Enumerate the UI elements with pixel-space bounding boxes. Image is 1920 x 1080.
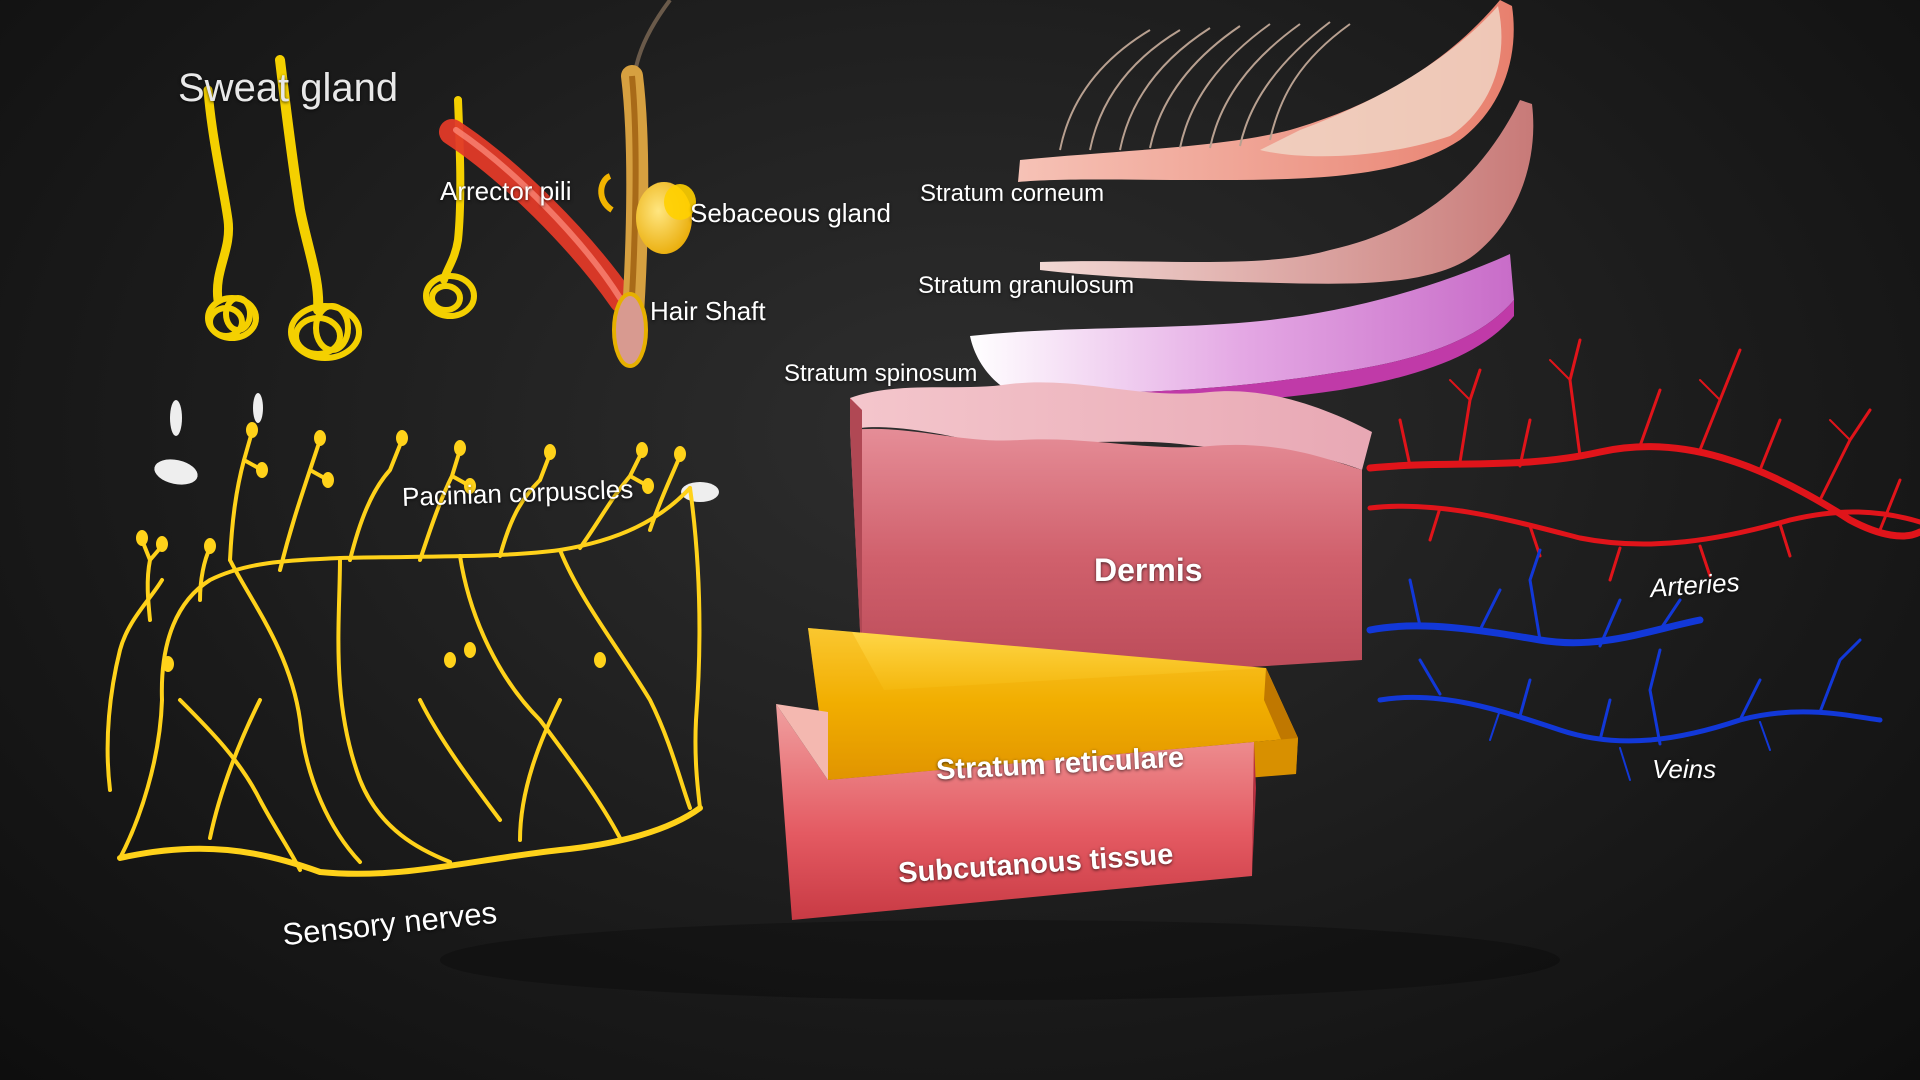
- pacinian-corpuscle: [253, 393, 263, 423]
- arteries-illustration: [1366, 338, 1920, 582]
- dermis-block: [850, 382, 1372, 690]
- stratum-corneum-layer: [1018, 0, 1514, 182]
- label-stratum-spinosum: Stratum spinosum: [784, 360, 978, 387]
- floor-shadow: [440, 920, 1560, 1000]
- label-dermis: Dermis: [1094, 552, 1203, 588]
- label-stratum-corneum: Stratum corneum: [920, 180, 1105, 207]
- label-hair-shaft: Hair Shaft: [650, 296, 766, 326]
- label-sebaceous-gland: Sebaceous gland: [690, 198, 891, 228]
- subcutaneous-tissue-block: [776, 704, 1256, 920]
- label-sweat-gland: Sweat gland: [178, 66, 399, 110]
- label-arteries: Arteries: [1649, 566, 1741, 604]
- stratum-granulosum-layer: [1040, 100, 1534, 284]
- sensory-nerves-illustration: [105, 422, 703, 877]
- label-stratum-granulosum: Stratum granulosum: [918, 272, 1135, 299]
- veins-illustration: [1366, 548, 1883, 781]
- hair-follicle-illustration: [439, 0, 696, 368]
- label-veins: Veins: [1652, 754, 1717, 784]
- label-arrector-pili: Arrector pili: [440, 176, 572, 206]
- pacinian-corpuscle: [170, 400, 182, 436]
- pacinian-corpuscle: [154, 459, 198, 485]
